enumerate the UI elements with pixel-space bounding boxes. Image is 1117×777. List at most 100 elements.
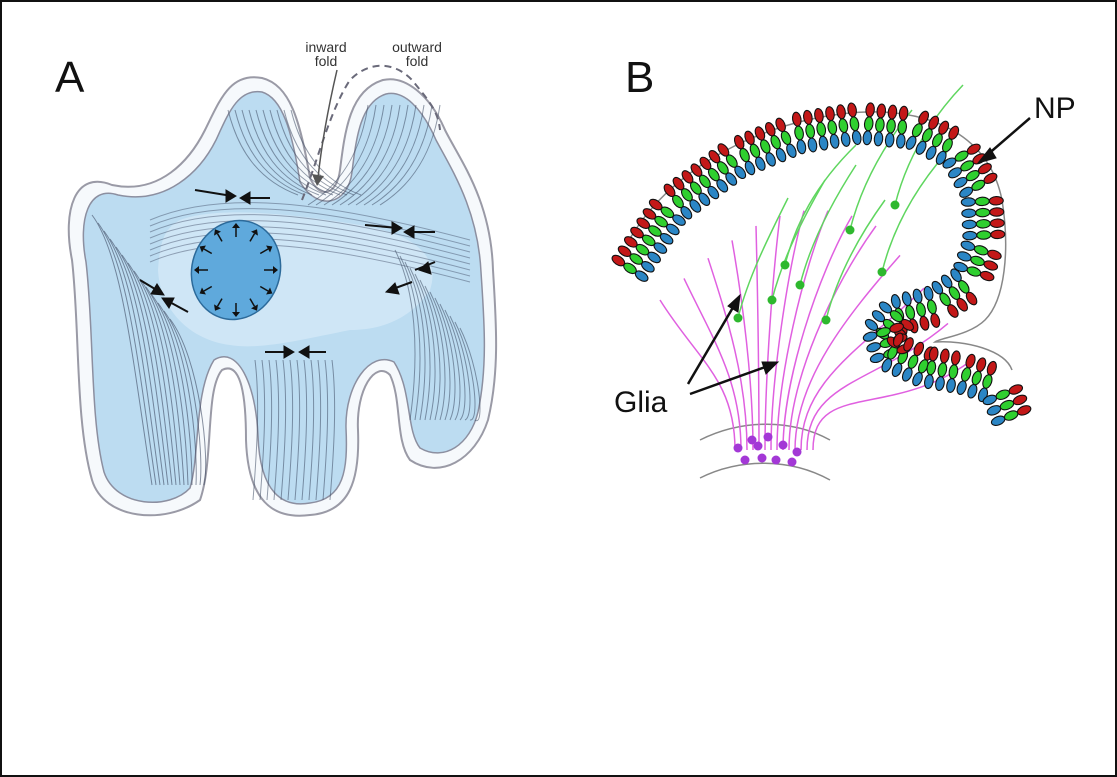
np-label: NP <box>1034 94 1076 124</box>
purple-cell <box>734 444 743 453</box>
red-cell <box>836 104 847 119</box>
green-cell <box>976 219 990 228</box>
red-cell <box>939 348 950 363</box>
green-cell <box>948 364 959 379</box>
green-cell <box>816 122 827 137</box>
green-cell <box>976 208 990 217</box>
blue-cell <box>890 294 902 310</box>
red-cell <box>743 130 756 146</box>
purple-cell <box>741 456 750 465</box>
green-cell <box>926 299 938 315</box>
red-cell <box>930 313 942 329</box>
blue-cell <box>862 130 872 145</box>
blue-cell <box>896 134 906 149</box>
green-cell <box>805 124 816 139</box>
blue-cell <box>966 383 978 399</box>
red-cell <box>733 134 746 150</box>
green-cell <box>973 244 989 256</box>
green-glia-process <box>882 152 947 272</box>
green-cell <box>977 231 991 240</box>
green-cell <box>897 120 907 135</box>
radial-glia-fiber <box>732 240 753 450</box>
pial-surface-line <box>628 112 1012 370</box>
blue-cell <box>901 291 913 307</box>
purple-cell <box>758 454 767 463</box>
red-cell <box>986 249 1002 261</box>
green-cell <box>937 362 948 377</box>
green-cell <box>960 366 972 382</box>
green-cell <box>864 116 874 131</box>
green-cell <box>794 125 805 140</box>
blue-cell <box>956 250 972 262</box>
green-cell <box>769 134 782 150</box>
green-cell <box>886 119 896 134</box>
green-cell <box>966 265 982 277</box>
blue-cell <box>851 130 862 145</box>
blue-cell <box>960 240 976 252</box>
blue-cell <box>885 133 895 148</box>
blue-cell <box>754 156 767 172</box>
purple-cell <box>772 456 781 465</box>
purple-cell <box>754 442 763 451</box>
ventricular-arc-lower <box>700 463 830 480</box>
red-cell <box>975 357 987 373</box>
blue-cell <box>774 147 787 163</box>
blue-cell <box>924 374 935 389</box>
red-cell <box>1012 393 1028 406</box>
green-cell <box>970 255 986 267</box>
green-cell <box>759 138 772 154</box>
green-cell <box>981 374 993 390</box>
green-cell <box>915 302 927 318</box>
red-cell <box>964 353 976 369</box>
green-cell <box>975 197 989 206</box>
red-cell <box>825 106 836 121</box>
purple-cell <box>764 433 773 442</box>
green-cell <box>827 120 838 135</box>
green-glia-process <box>895 85 963 205</box>
red-cell <box>990 207 1004 216</box>
red-cell <box>774 117 787 133</box>
green-cell <box>838 118 849 133</box>
red-cell <box>986 360 998 376</box>
red-cell <box>876 104 886 119</box>
blue-cell <box>764 151 777 167</box>
blue-cell <box>840 132 851 147</box>
blue-cell <box>990 414 1006 427</box>
red-cell <box>989 196 1003 205</box>
green-cell <box>971 370 983 386</box>
green-glia-cell <box>822 316 831 325</box>
blue-cell <box>962 209 976 218</box>
red-cell <box>979 270 995 282</box>
green-cell <box>999 399 1015 412</box>
green-cell <box>875 118 885 133</box>
red-cell <box>899 106 909 121</box>
red-cell <box>919 315 931 331</box>
red-cell <box>1008 383 1024 396</box>
purple-cell <box>793 448 802 457</box>
blue-cell <box>866 341 882 353</box>
red-cell <box>803 110 814 125</box>
red-cell <box>791 112 802 127</box>
purple-cell <box>788 458 797 467</box>
green-glia-cell <box>768 296 777 305</box>
blue-cell <box>962 220 976 229</box>
blue-cell <box>869 352 885 364</box>
red-cell <box>847 102 858 117</box>
glia-label: Glia <box>614 388 667 418</box>
green-glia-cell <box>796 281 805 290</box>
red-cell <box>814 108 825 123</box>
green-glia-cell <box>734 314 743 323</box>
green-cell <box>1003 409 1019 422</box>
green-cell <box>779 130 792 146</box>
red-cell <box>888 105 898 120</box>
blue-cell <box>829 134 840 149</box>
red-cell <box>1016 404 1032 417</box>
purple-cell <box>779 441 788 450</box>
green-glia-cell <box>891 201 900 210</box>
blue-cell <box>946 378 957 393</box>
blue-cell <box>818 136 829 151</box>
cell-layers <box>610 102 1032 427</box>
green-glia-process <box>826 200 885 320</box>
